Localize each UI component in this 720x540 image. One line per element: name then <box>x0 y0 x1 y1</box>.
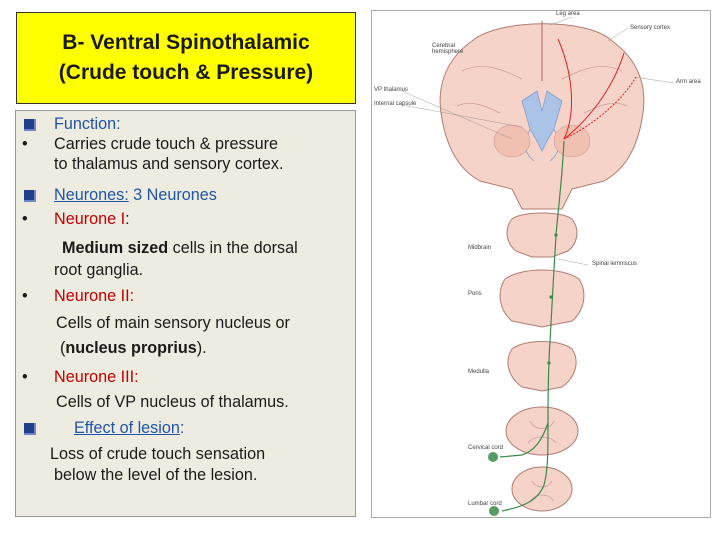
title-line-2: (Crude touch & Pressure) <box>58 61 314 84</box>
function-heading: Function: <box>54 115 121 133</box>
label-arm-area: Arm area <box>676 79 701 85</box>
neurone3-label: Neurone III: <box>54 368 139 386</box>
spinothalamic-diagram: Leg area Sensory cortex Cerebral hemisph… <box>371 10 711 518</box>
lesion-heading: Effect of lesion <box>74 419 180 437</box>
neurone1-line2: root ganglia. <box>54 261 144 279</box>
dot-bullet-icon: • <box>22 368 28 386</box>
pons-section-graphic <box>499 269 585 328</box>
lesion-line2: below the level of the lesion. <box>54 466 258 484</box>
ascending-pathway-graphic <box>488 140 565 516</box>
label-spinal-lemniscus: Spinal lemniscus <box>592 261 638 267</box>
neurone1-colon: : <box>125 210 130 228</box>
midbrain-section-graphic <box>506 212 578 258</box>
dot-bullet-icon: • <box>22 135 28 153</box>
label-lumbar-cord: Lumbar cord <box>468 501 502 507</box>
neurone2-line2: (nucleus proprius). <box>60 338 207 359</box>
label-cervical-cord: Cervical cord <box>468 445 504 451</box>
label-internal-capsule: Internal capsule <box>374 101 417 107</box>
content-panel: Function: • Carries crude touch & pressu… <box>15 110 356 517</box>
dot-bullet-icon: • <box>22 210 28 228</box>
label-leg-area: Leg area <box>556 11 580 17</box>
function-text-1: Carries crude touch & pressure <box>54 135 279 153</box>
label-pons: Pons <box>468 291 482 297</box>
label-medulla: Medulla <box>468 369 490 375</box>
slide-title: B- Ventral Spinothalamic (Crude touch & … <box>16 12 356 104</box>
neurone1-bold: Medium sized <box>62 239 169 257</box>
medulla-section-graphic <box>507 341 577 392</box>
neurone1-desc: Medium sized cells in the dorsal <box>62 238 298 259</box>
title-line-1: B- Ventral Spinothalamic <box>62 30 310 54</box>
neurone1-rest: cells in the dorsal <box>168 239 298 257</box>
label-midbrain: Midbrain <box>468 245 492 251</box>
cervical-cord-graphic <box>505 406 579 456</box>
neurone3-line1: Cells of VP nucleus of thalamus. <box>56 393 289 411</box>
square-bullet-icon <box>24 423 36 435</box>
label-sensory-cortex: Sensory cortex <box>630 25 671 31</box>
neurone1-line: Neurone I: <box>54 209 130 230</box>
neurone2-label: Neurone II: <box>54 287 135 305</box>
neurone2-open: ( <box>60 339 66 357</box>
lesion-line1: Loss of crude touch sensation <box>50 445 266 463</box>
lesion-line: Effect of lesion: <box>74 418 184 439</box>
dot-bullet-icon: • <box>22 287 28 305</box>
neurones-line: Neurones: 3 Neurones <box>54 185 217 206</box>
neurones-heading: Neurones: <box>54 186 129 204</box>
label-leaders-graphic <box>401 16 675 266</box>
label-vp-thalamus: VP thalamus <box>374 87 408 93</box>
square-bullet-icon <box>24 190 36 202</box>
neurones-value: 3 Neurones <box>128 186 217 204</box>
neurone2-bold: nucleus proprius <box>65 339 197 357</box>
cortical-projection-graphic <box>557 38 637 140</box>
lesion-colon: : <box>179 419 185 437</box>
brain-section-graphic <box>439 21 645 210</box>
function-text-2: to thalamus and sensory cortex. <box>54 155 284 173</box>
square-bullet-icon <box>24 119 36 131</box>
neurone2-line1: Cells of main sensory nucleus or <box>56 314 290 332</box>
neurone1-label: Neurone I <box>54 210 126 228</box>
label-cerebral-hemisphere: Cerebral hemisphere <box>432 43 464 55</box>
pathway-illustration <box>401 16 675 516</box>
neurone2-close: ). <box>196 339 207 357</box>
